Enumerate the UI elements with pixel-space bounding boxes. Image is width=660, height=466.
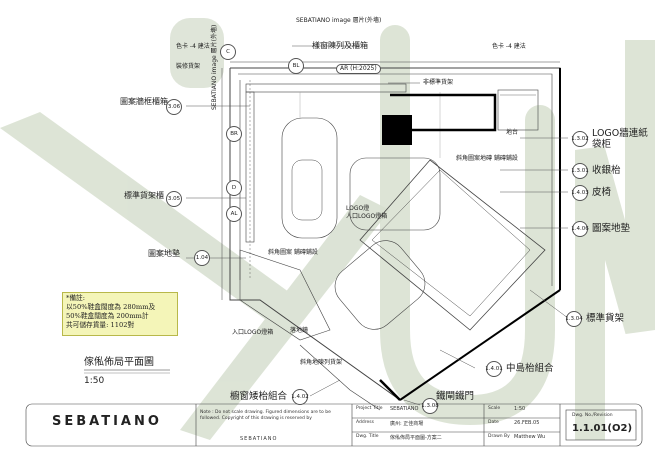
tag-br: BR [226, 126, 242, 142]
watermark-x [0, 112, 390, 440]
drawing-scale: 1:50 [84, 376, 105, 386]
watermark-blob [170, 18, 224, 88]
brand-logo: SEBATIANO [52, 414, 162, 429]
address-label: Address [356, 420, 374, 425]
tag-al: AL [226, 206, 242, 222]
tag-1-3-08: 1.3.08 [421, 398, 439, 414]
tag-1-3-02: 1.3.02 [571, 131, 589, 147]
shelf-group-label: 斜角地陳列貨架 [300, 359, 343, 366]
tag-d: D [226, 180, 242, 196]
dwg-title-label: Dwg. Title [356, 434, 379, 439]
tag-1-4-02: 1.4.02 [291, 389, 309, 405]
tag-1-4-06: 1.4.06 [571, 221, 589, 237]
small-brand: SEBATIANO [240, 436, 278, 442]
note-line-2: 50%鞋盒闊度為 200mm計 [66, 312, 149, 320]
watermark-u [380, 25, 555, 426]
standard-rack-label: 標準貨架 [586, 313, 625, 324]
project-title-value: SEBATIANO [390, 406, 419, 412]
copyright-note: Note : Do not scale drawing. Figured dim… [200, 410, 331, 421]
project-title-label: Project Title [356, 406, 383, 411]
bl-tag: BL [288, 58, 304, 74]
dwg-no-label: Dwg. No./Revision [572, 413, 613, 418]
tag-1-4-01: 1.4.01 [485, 361, 503, 377]
scale-label: Scale [488, 406, 501, 411]
drawing-title: 傢俬佈局平面圖 [84, 357, 154, 368]
address-value: 廣州: 正佳商場 [390, 421, 424, 427]
note-line-3: 共可儲存貨量: 1102對 [66, 321, 135, 329]
window-group-label: 櫥窗矮枱組合 [230, 391, 288, 402]
tag-3-05: 3.05 [166, 191, 182, 207]
logo-label: LOGO燈 [346, 205, 370, 212]
note-title: *備註: [66, 294, 85, 302]
note-box: *備註: 以50%鞋盒闊度為 280mm及 50%鞋盒闊度為 200mm計 共可… [62, 292, 178, 336]
logo-wall-bold [390, 93, 497, 132]
dwg-title-value: 傢俬佈局平面圖-方案二 [390, 435, 442, 441]
left-vertical-label: SEBATIANO image 層片(外墻) [211, 24, 218, 110]
scale-value: 1:50 [514, 406, 526, 412]
logo-block [382, 115, 412, 145]
standard-shelf-label: 標準貨架櫃 [124, 191, 164, 200]
cashier-label: 地台 [506, 129, 519, 136]
tag-3-06: 3.06 [166, 99, 182, 115]
ar-tag: AR (H:2025) [336, 64, 381, 74]
floor-finish-label: 斜角圖案地磚 鋪磚鋪設 [456, 155, 518, 162]
logo-light-label: 人口LOGO燈箱 [346, 213, 388, 220]
non-standard-column-label: 非標準貨架 [423, 79, 454, 86]
watermark-n [575, 40, 655, 440]
tag-c: C [220, 44, 236, 60]
wall-cabinet-label: 圖案牆框櫃箱 [120, 97, 168, 106]
drawn-label: Drawn By [488, 434, 510, 439]
left-shelf-label: 裝修貨架 [176, 63, 201, 70]
date-value: 26.FEB.05 [514, 420, 540, 426]
date-label: Date [488, 420, 499, 425]
left-color-label: 色卡 -4 建法 [176, 43, 210, 50]
top-sub-label: 樣窗陳列及櫃箱 [312, 41, 368, 50]
tag-1-3-04: 1.3.04 [565, 311, 583, 327]
cashier-counter-label: 收銀枱 [592, 165, 621, 176]
tag-1-4-03: 1.4.03 [571, 185, 589, 201]
right-color-label: 色卡 -4 建法 [492, 43, 526, 50]
top-label: SEBATIANO image 層片(外墻) [296, 17, 382, 24]
note-line-1: 以50%鞋盒闊度為 280mm及 [66, 303, 156, 311]
door-label: 鐵閘鐵門 [436, 391, 475, 402]
tag-1-3-01: 1.3.01 [571, 163, 589, 179]
floor-sign-label: 圖案地墊 [148, 249, 180, 258]
island-table-label: 中島枱組合 [506, 363, 554, 374]
mirror-pillar-label: 落地鏡 [290, 327, 309, 334]
dwg-no-value: 1.1.01(O2) [572, 423, 633, 434]
logo-box-label: 入口LOGO燈箱 [232, 329, 274, 336]
drawn-value: Matthew Wu [514, 434, 546, 440]
tag-1-04: 1.04 [194, 250, 210, 266]
floor-mat-label: 圖案地墊 [592, 223, 631, 234]
oblique-case-label: 斜角圖案 鋪磚鋪設 [268, 249, 318, 256]
title-block-frame [25, 403, 643, 447]
leather-chair-label: 皮椅 [592, 187, 612, 198]
logo-wall-bag-label: LOGO牆連紙 袋柜 [592, 128, 648, 150]
